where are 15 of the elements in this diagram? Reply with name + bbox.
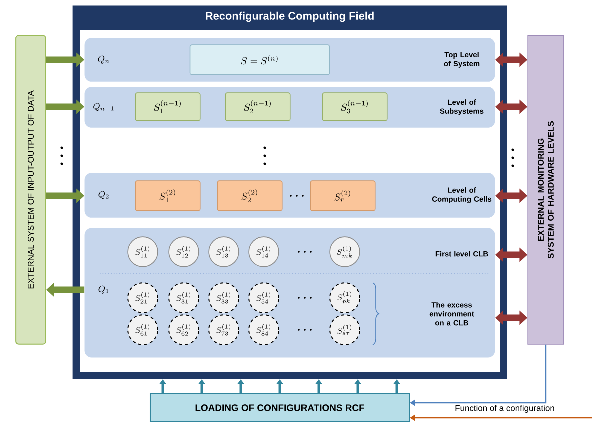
subsystem-box: $S_{3}^{(n-1)}$ (322, 92, 388, 122)
level-symbol: $Q_{n}$ (98, 56, 110, 64)
side-panel: EXTERNAL MONITORING SYSTEM OF HARDWARE LEVELS (528, 35, 564, 345)
edge-label: Function of a configuration (454, 404, 556, 414)
side-panel: EXTERNAL SYSTEM OF INPUT-OUTPUT OF DATA (16, 35, 46, 345)
level-symbol: $Q_{1}$ (98, 286, 109, 294)
cell-box: $S_{r}^{(2)}$ (310, 180, 376, 212)
loading-box: LOADING OF CONFIGURATIONS RCF (150, 394, 410, 422)
level-symbol: $Q_{2}$ (98, 191, 109, 200)
cell-box: $S_{1}^{(2)}$ (135, 180, 201, 212)
subsystem-box: $S_{2}^{(n-1)}$ (225, 92, 291, 122)
level-symbol: $Q_{n-1}$ (94, 103, 114, 112)
subsystem-box: $S_{1}^{(n-1)}$ (135, 92, 201, 122)
system-box: $S = S^{(n)}$ (190, 44, 330, 76)
cell-box: $S_{2}^{(2)}$ (217, 180, 283, 212)
